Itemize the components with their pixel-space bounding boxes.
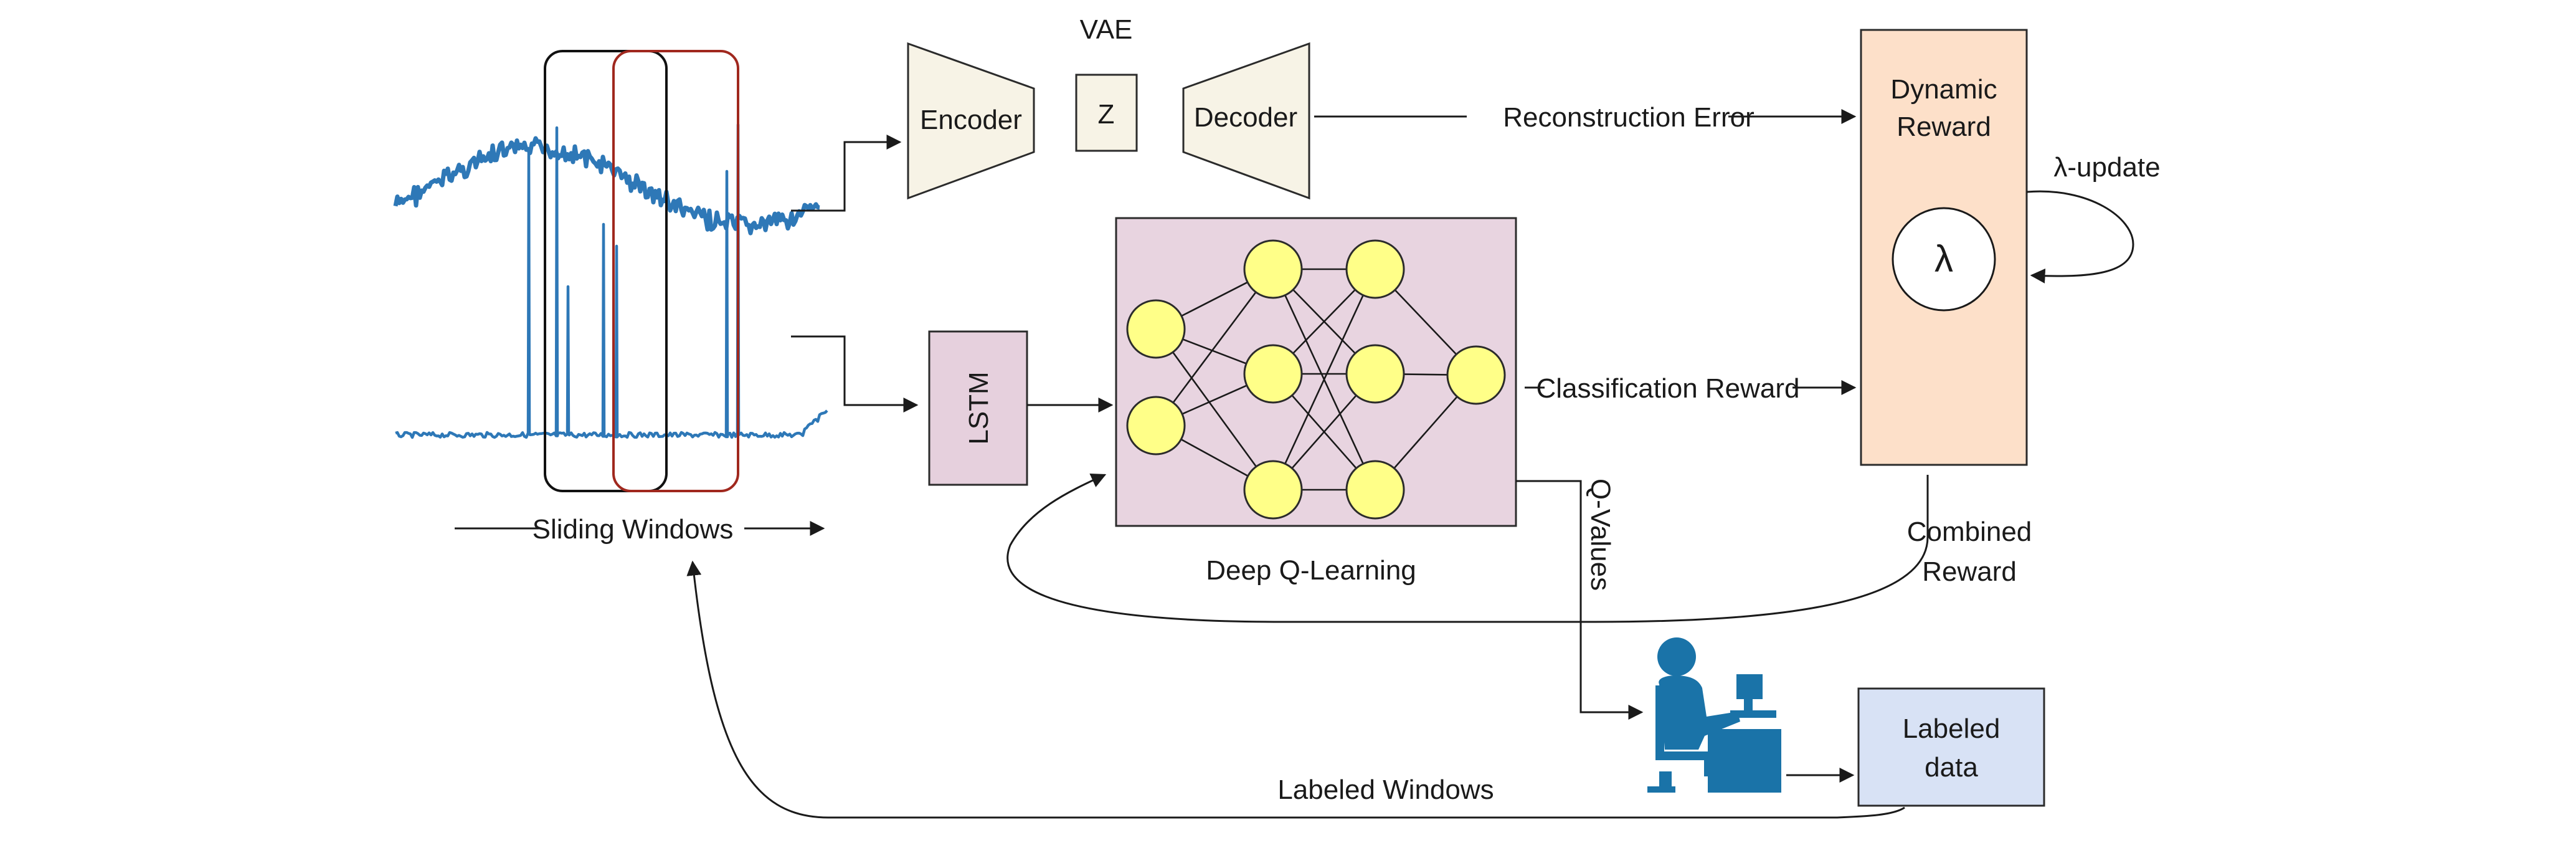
lambda-update-loop <box>2026 190 2134 284</box>
dynamic-reward-title-1: Dynamic <box>1890 74 1997 105</box>
sliding-windows-label: Sliding Windows <box>533 514 734 545</box>
network-node-layer-1 <box>1126 396 1186 455</box>
network-edge <box>1272 269 1376 490</box>
lstm-block[interactable] <box>928 330 1028 486</box>
sliding-window-2 <box>612 50 739 492</box>
network-node-layer-2 <box>1243 239 1303 299</box>
classification-reward-label: Classification Reward <box>1536 373 1799 404</box>
network-edge <box>1155 328 1274 490</box>
network-nodes <box>1126 239 1506 520</box>
dynamic-reward-title-2: Reward <box>1896 112 1991 142</box>
network-node-layer-2 <box>1243 460 1303 520</box>
network-node-layer-4 <box>1446 345 1506 405</box>
network-edge <box>1155 269 1274 426</box>
network-node-layer-3 <box>1345 460 1405 520</box>
lambda-circle <box>1892 207 1996 312</box>
combined-reward-label-2: Reward <box>1922 556 2017 587</box>
network-node-layer-3 <box>1345 344 1405 404</box>
encoder-block[interactable] <box>907 42 1035 200</box>
lambda-symbol: λ <box>1934 238 1953 280</box>
lstm-label: LSTM <box>964 371 994 444</box>
network-node-layer-1 <box>1126 299 1186 359</box>
q-values-label: Q-Values <box>1585 479 1616 591</box>
latent-z-label: Z <box>1098 99 1115 130</box>
dqn-block: Deep Q-Learning <box>1115 217 1517 586</box>
labeled-data-box[interactable] <box>1857 687 2045 807</box>
lambda-update-label: λ-update <box>2053 152 2160 183</box>
spike-signal <box>395 123 828 439</box>
signal-to-lstm-arrow <box>791 335 919 413</box>
decoder-label: Decoder <box>1194 102 1297 133</box>
labeled-data-label-1: Labeled <box>1903 713 2001 744</box>
combined-reward-label-1: Combined <box>1907 517 2032 547</box>
person-at-computer-icon <box>1647 637 1781 793</box>
dynamic-reward-block: Dynamic Reward λ <box>1860 29 2028 466</box>
network-node-layer-2 <box>1243 344 1303 404</box>
dqn-caption: Deep Q-Learning <box>1206 555 1416 586</box>
labeled-windows-feedback-arrow <box>686 560 1905 819</box>
combined-reward-feedback-arrow <box>1006 473 1929 623</box>
reconstruction-error-label: Reconstruction Error <box>1503 102 1754 133</box>
sliding-window-1 <box>544 50 668 492</box>
labeled-data-label-2: data <box>1925 752 1978 783</box>
signal-panel <box>393 50 828 492</box>
sinusoidal-signal <box>393 136 820 236</box>
decoder-block[interactable] <box>1182 42 1310 200</box>
vae-block: VAE Encoder Z Decoder <box>907 14 1310 200</box>
vae-title: VAE <box>1080 14 1133 45</box>
latent-z-block[interactable] <box>1075 74 1138 152</box>
network-node-layer-3 <box>1345 239 1405 299</box>
labeled-windows-label: Labeled Windows <box>1277 775 1494 805</box>
q-values-arrow <box>1516 480 1644 720</box>
encoder-label: Encoder <box>920 105 1022 135</box>
signal-to-encoder-arrow <box>791 135 902 212</box>
